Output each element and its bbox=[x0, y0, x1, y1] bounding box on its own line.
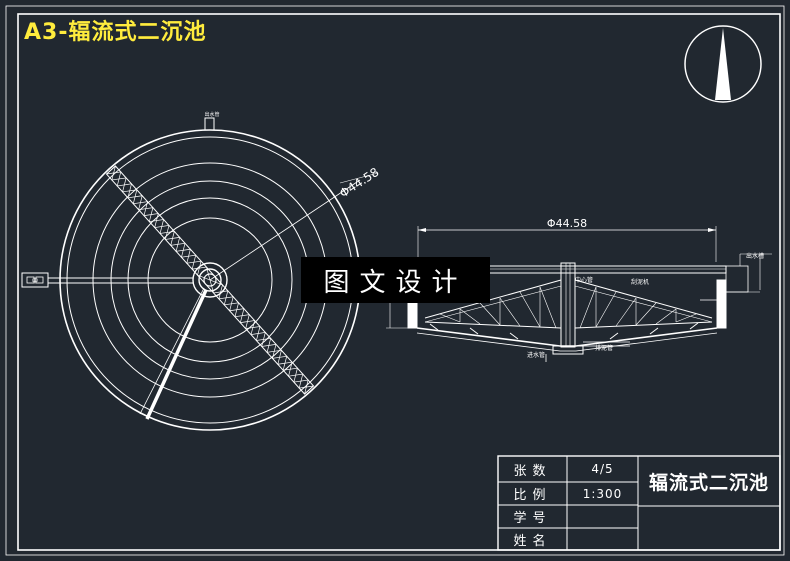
section-outlet-label: 出水槽 bbox=[746, 252, 764, 260]
section-view bbox=[386, 226, 772, 362]
section-diameter-label: Φ44.58 bbox=[547, 217, 587, 230]
title-block-scale-label: 比例 bbox=[513, 488, 552, 503]
title-block-sheets-label: 张数 bbox=[513, 463, 552, 479]
north-arrow-icon bbox=[684, 25, 762, 103]
title-block-drawing-name: 辐流式二沉池 bbox=[648, 471, 769, 494]
title-block-scale-value: 1:300 bbox=[582, 486, 623, 501]
section-sludge-label: 排泥管 bbox=[595, 344, 613, 352]
outer-border bbox=[5, 5, 785, 556]
title-block-sheets-value: 4/5 bbox=[591, 462, 614, 476]
plan-diameter-label: Φ44.58 bbox=[337, 165, 381, 201]
watermark: 图文设计 bbox=[301, 257, 490, 303]
plan-pipe-label: 中 bbox=[32, 277, 38, 285]
section-inlet-label: 进水管 bbox=[527, 351, 545, 359]
section-center-pipe-label: 中心管 bbox=[575, 276, 593, 284]
inner-border bbox=[17, 13, 781, 551]
title-block-name-value bbox=[567, 528, 638, 550]
title-block-name-label: 姓名 bbox=[513, 533, 552, 549]
title-block bbox=[497, 455, 781, 551]
section-scraper-label: 刮泥机 bbox=[631, 278, 649, 286]
title-block-student-id-label: 学号 bbox=[513, 511, 552, 526]
title-block-student-id-value bbox=[567, 505, 638, 528]
drawing-title: A3-辐流式二沉池 bbox=[24, 20, 207, 45]
plan-outlet-label: 出水管 bbox=[204, 111, 219, 118]
